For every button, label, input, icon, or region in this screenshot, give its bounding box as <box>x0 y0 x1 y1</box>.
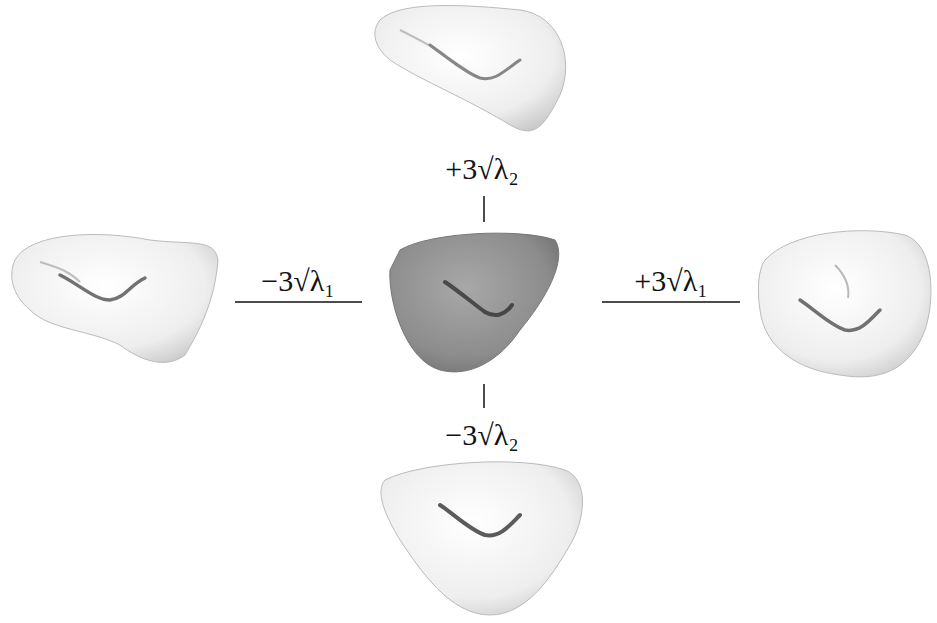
axis-line-right <box>602 301 740 303</box>
axis-line-left <box>235 301 362 303</box>
axis-label: −3√λ₂ <box>445 418 518 451</box>
axis-label: +3√λ₁ <box>634 264 707 297</box>
tooth-shape-mean <box>390 233 559 372</box>
tooth-shape-left <box>12 235 218 363</box>
tooth-shape-right <box>758 231 931 377</box>
tooth-shape-top <box>375 6 566 131</box>
axis-label: +3√λ₂ <box>445 152 518 185</box>
axis-line-bottom <box>483 384 485 408</box>
tooth-shape-bottom <box>381 462 583 615</box>
axis-line-top <box>483 196 485 222</box>
axis-label: −3√λ₁ <box>261 264 334 297</box>
